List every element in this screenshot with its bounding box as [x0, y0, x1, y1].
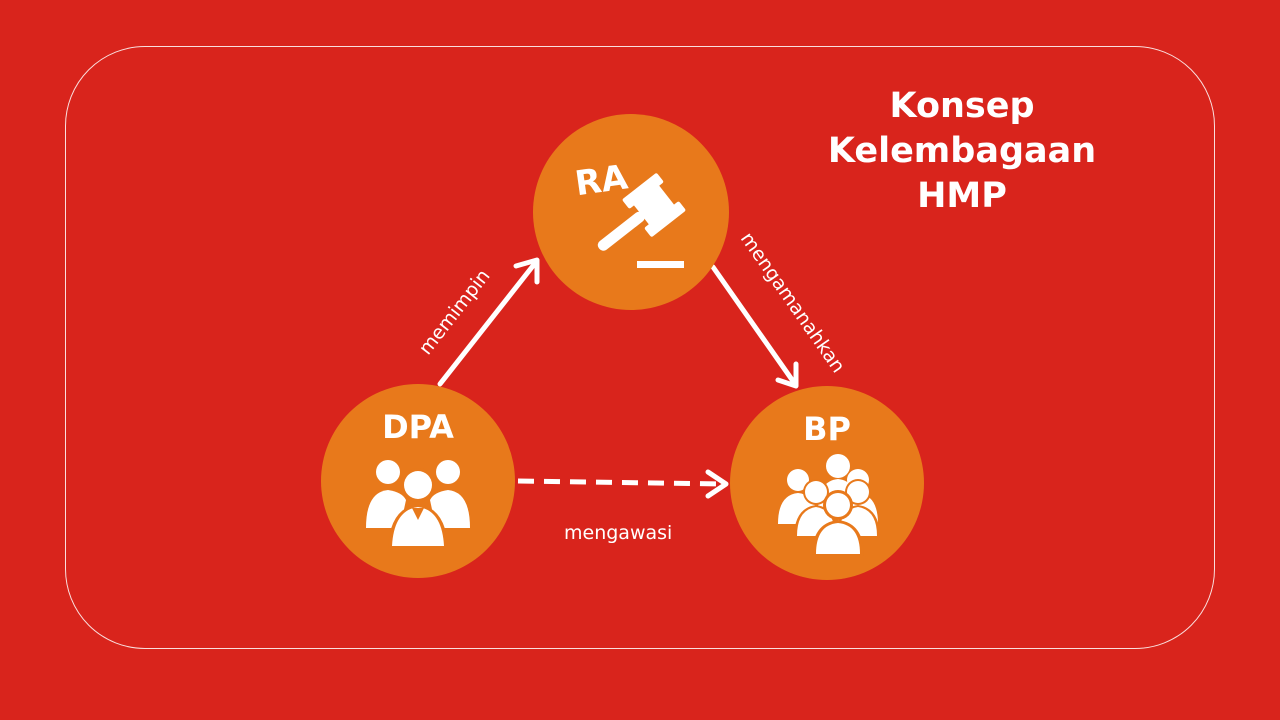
- dashed-arrow-dpa-to-bp: [517, 478, 725, 487]
- content-frame: [65, 46, 1215, 649]
- arrowhead-bp: [775, 361, 799, 389]
- node-bp-label: BP: [803, 410, 851, 448]
- crowd-icon: [778, 454, 880, 556]
- title-line-2: Kelembagaan: [827, 131, 1097, 171]
- edge-label-memimpin: memimpin: [415, 265, 495, 359]
- edge-dpa-ra: memimpin: [415, 257, 540, 387]
- node-dpa-label: DPA: [382, 408, 454, 446]
- node-ra-label: RA: [573, 157, 631, 204]
- node-dpa: DPA: [321, 384, 515, 578]
- diagram-title: Konsep Kelembagaan HMP: [812, 84, 1112, 219]
- arrow-ra-to-bp: [710, 264, 798, 387]
- edge-ra-bp: mengamanahkan: [710, 228, 849, 389]
- edge-dpa-bp: mengawasi: [517, 469, 729, 544]
- node-ra-circle: [533, 114, 729, 310]
- title-line-1: Konsep: [889, 86, 1035, 126]
- node-ra: RA: [533, 114, 729, 310]
- arrow-dpa-to-ra: [437, 259, 539, 387]
- title-line-3: HMP: [917, 176, 1007, 216]
- gavel-icon: [597, 173, 686, 268]
- group-icon: [366, 460, 470, 548]
- arrowhead-bp-dashed: [705, 469, 729, 499]
- edge-label-mengamanahkan: mengamanahkan: [736, 228, 849, 377]
- edge-label-mengawasi: mengawasi: [564, 522, 672, 544]
- arrowhead-ra: [513, 257, 540, 285]
- node-bp: BP: [730, 386, 924, 580]
